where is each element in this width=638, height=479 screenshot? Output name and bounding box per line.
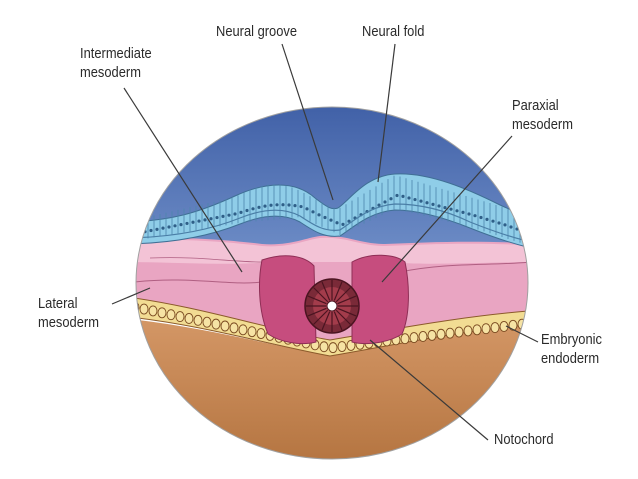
- leader-lines: [111, 43, 539, 441]
- label-intermediate-line2: mesoderm: [80, 64, 141, 81]
- leader-neural-groove: [281, 43, 334, 201]
- label-paraxial-line1: Paraxial: [512, 97, 559, 114]
- label-intermediate-line1: Intermediate: [80, 45, 152, 62]
- label-lateral-line2: mesoderm: [38, 314, 99, 331]
- label-neural-groove: Neural groove: [216, 23, 298, 40]
- leader-lateral-mesoderm: [111, 287, 151, 305]
- label-paraxial-line2: mesoderm: [512, 116, 573, 133]
- label-embryonic-endoderm: Embryonic endoderm: [541, 330, 602, 368]
- label-neural-fold: Neural fold: [362, 23, 425, 40]
- paraxial-mesoderm-right: [351, 254, 409, 345]
- notochord: [304, 278, 360, 334]
- oval-outline: [135, 106, 529, 460]
- label-intermediate-mesoderm: Intermediate mesoderm: [80, 44, 152, 82]
- paraxial-mesoderm-left: [259, 255, 317, 345]
- label-embryonic-line1: Embryonic: [541, 331, 602, 348]
- ectoderm-layer: [136, 173, 528, 251]
- leader-embryonic-endoderm: [505, 325, 539, 343]
- label-lateral-mesoderm: Lateral mesoderm: [38, 294, 99, 332]
- label-notochord: Notochord: [494, 431, 554, 448]
- leader-neural-fold: [377, 43, 396, 183]
- label-paraxial-mesoderm: Paraxial mesoderm: [512, 96, 573, 134]
- leader-notochord: [369, 339, 489, 441]
- leader-paraxial-mesoderm: [381, 135, 513, 283]
- leader-intermediate-mesoderm: [123, 87, 243, 273]
- label-lateral-line1: Lateral: [38, 295, 78, 312]
- label-embryonic-line2: endoderm: [541, 350, 600, 367]
